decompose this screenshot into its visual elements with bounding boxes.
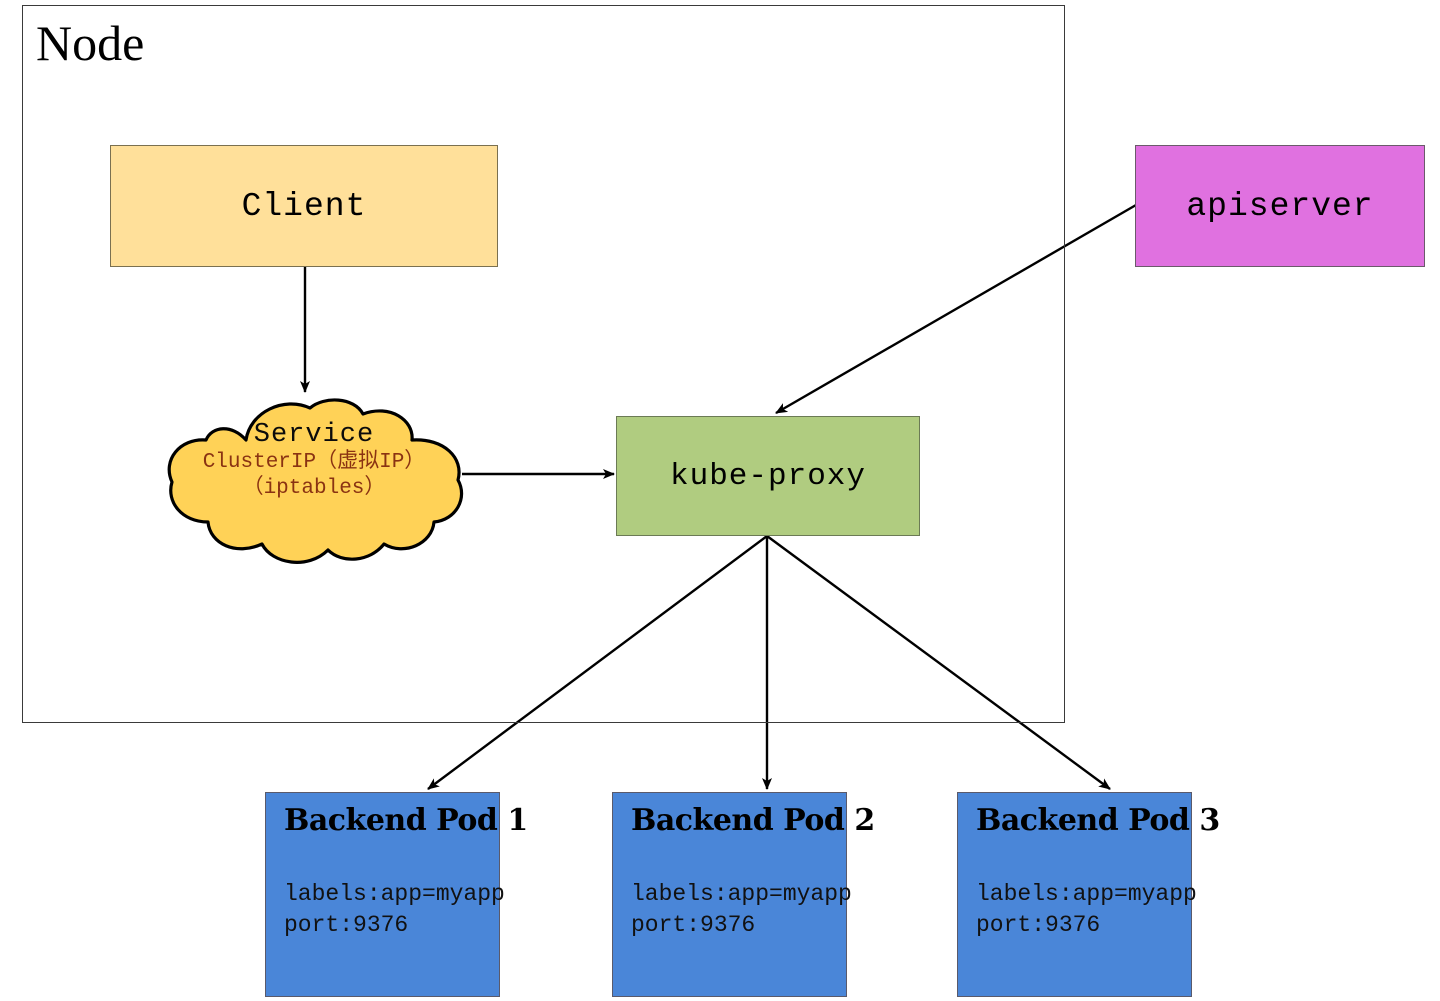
apiserver-label: apiserver [1186, 187, 1374, 225]
backend-pod-2[interactable]: Backend Pod 2 labels:app=myapp port:9376 [612, 792, 875, 997]
pod-port: port:9376 [976, 911, 1101, 938]
node-boundary [22, 5, 1065, 723]
kube-proxy-box[interactable]: kube-proxy [616, 416, 920, 536]
node-label: Node [36, 15, 145, 71]
pod-title: Backend Pod 3 [976, 803, 1220, 838]
pod-meta: labels:app=myapp port:9376 [976, 879, 1197, 941]
service-cloud[interactable]: Service ClusterIP（虚拟IP） （iptables） [158, 394, 470, 570]
pod-meta: labels:app=myapp port:9376 [284, 879, 505, 941]
pod-labels: labels:app=myapp [284, 880, 505, 907]
client-label: Client [241, 187, 367, 225]
pod-port: port:9376 [284, 911, 409, 938]
backend-pod-1[interactable]: Backend Pod 1 labels:app=myapp port:9376 [265, 792, 528, 997]
pod-meta: labels:app=myapp port:9376 [631, 879, 852, 941]
pod-port: port:9376 [631, 911, 756, 938]
apiserver-box[interactable]: apiserver [1135, 145, 1425, 267]
backend-pod-3[interactable]: Backend Pod 3 labels:app=myapp port:9376 [957, 792, 1220, 997]
client-box[interactable]: Client [110, 145, 498, 267]
cloud-shape-icon [167, 398, 464, 564]
pod-labels: labels:app=myapp [976, 880, 1197, 907]
pod-labels: labels:app=myapp [631, 880, 852, 907]
pod-title: Backend Pod 2 [631, 803, 875, 838]
kube-proxy-label: kube-proxy [669, 458, 867, 494]
pod-title: Backend Pod 1 [284, 803, 528, 838]
